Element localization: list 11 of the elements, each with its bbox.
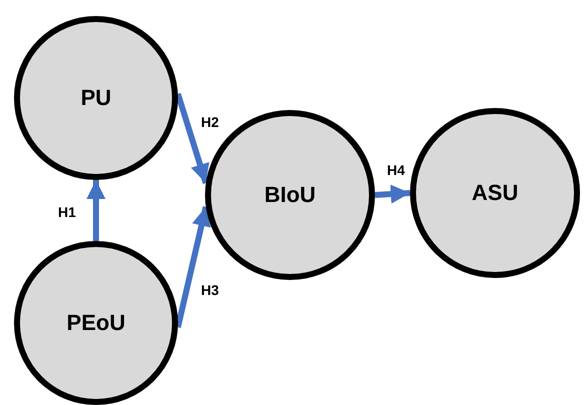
- arrow: [374, 184, 410, 204]
- edge-label: H3: [200, 282, 220, 298]
- edge-label: H4: [386, 162, 406, 178]
- construct-label: ASU: [472, 180, 518, 206]
- construct-label: PU: [80, 85, 112, 111]
- arrow: [86, 180, 106, 241]
- construct-label: BIoU: [264, 182, 316, 208]
- edge-label: H2: [200, 114, 220, 130]
- arrow: [175, 92, 210, 184]
- edge-label: H1: [57, 204, 77, 220]
- construct-label: PEoU: [66, 310, 126, 336]
